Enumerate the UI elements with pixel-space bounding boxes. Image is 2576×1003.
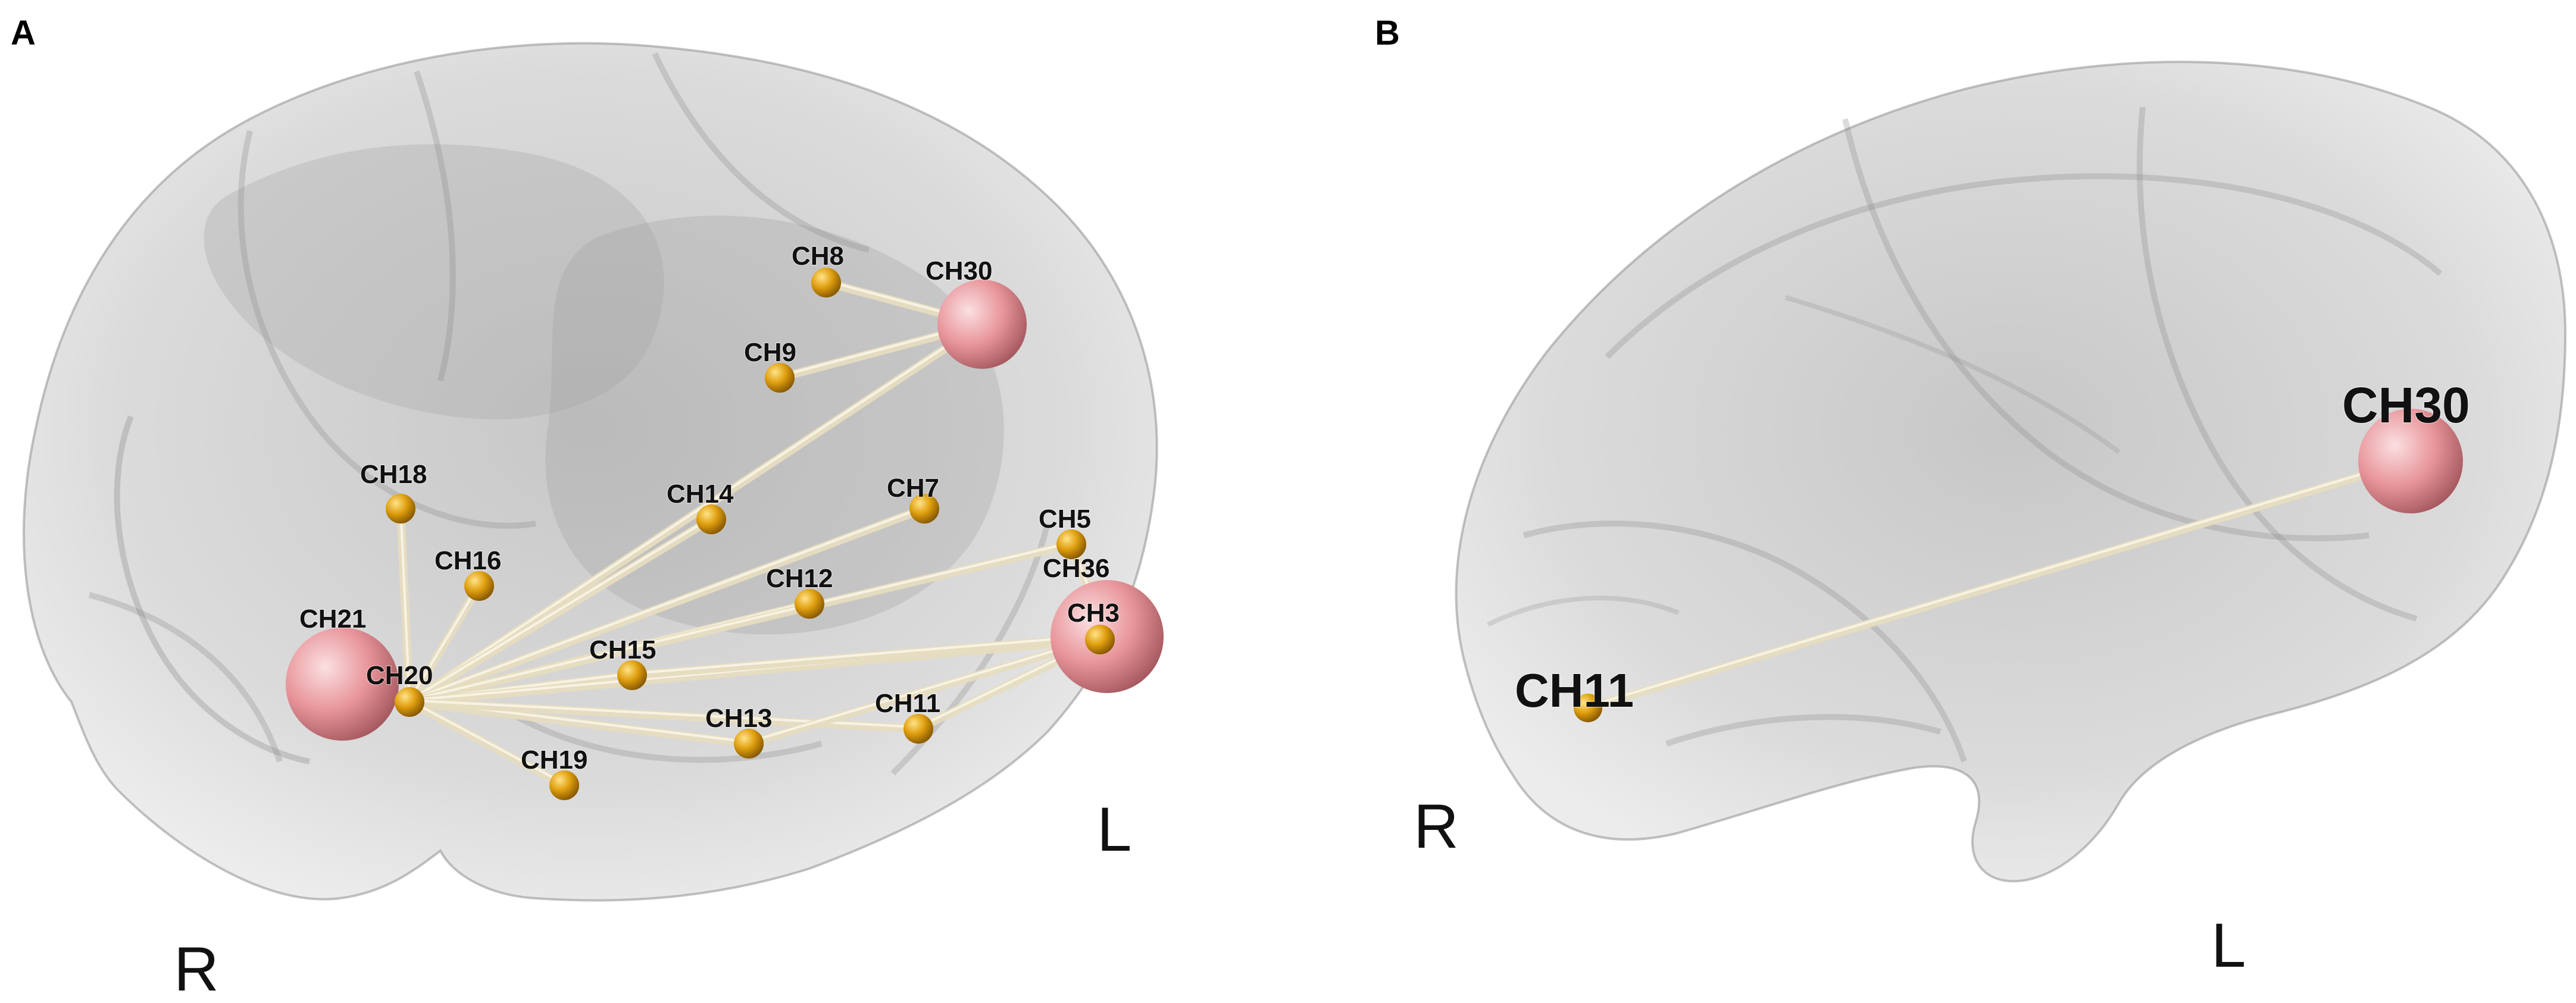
edge-highlight xyxy=(408,699,566,785)
edge-highlight xyxy=(408,699,920,729)
channel-label-ch7: CH7 xyxy=(887,474,939,503)
edge-ch20-ch7 xyxy=(405,504,929,706)
edges-b xyxy=(1584,457,2415,712)
channel-label-ch15: CH15 xyxy=(589,635,656,665)
hemisphere-label-l: L xyxy=(1097,795,1131,864)
hub-node-ch30 xyxy=(937,280,1027,369)
channel-node-ch15 xyxy=(617,660,647,690)
edge-ch20-ch19 xyxy=(405,698,568,789)
panel-letter-a: A xyxy=(11,14,36,52)
channel-label-ch18: CH18 xyxy=(360,460,427,489)
channel-node-ch20 xyxy=(395,687,424,717)
edge-highlight xyxy=(408,541,1073,702)
channel-node-ch18 xyxy=(386,494,415,524)
edge-highlight xyxy=(747,634,1109,744)
edge-hub-ch30-ch20 xyxy=(405,320,986,706)
channel-node-ch5 xyxy=(1056,529,1086,559)
edge-hub-ch36-ch13 xyxy=(745,632,1111,748)
channel-node-ch3 xyxy=(1085,625,1115,654)
panel-letter-b: B xyxy=(1375,14,1400,52)
channel-label-ch5: CH5 xyxy=(1039,504,1091,534)
edge-ch11-hub-ch30 xyxy=(1584,457,2415,712)
channel-label-ch11: CH11 xyxy=(875,689,940,718)
channel-label-ch9: CH9 xyxy=(744,338,796,367)
channel-label-ch14: CH14 xyxy=(667,479,734,509)
channel-node-ch8 xyxy=(811,268,841,297)
hub-node-ch30 xyxy=(2358,409,2463,513)
edge-hub-ch36-ch15 xyxy=(628,632,1111,679)
edge-highlight xyxy=(408,516,713,702)
channel-node-ch13 xyxy=(734,729,764,758)
hemisphere-label-l: L xyxy=(2211,911,2246,980)
brain-surface-a xyxy=(23,42,1158,902)
hemisphere-label-r: R xyxy=(174,935,219,1003)
channel-node-ch14 xyxy=(696,504,726,534)
brain-surface-b xyxy=(1455,61,2567,883)
channel-node-ch9 xyxy=(765,363,795,393)
edge-ch20-ch5 xyxy=(405,540,1076,706)
edge-highlight xyxy=(399,506,411,702)
edge-highlight xyxy=(1586,458,2412,708)
hemisphere-label-r: R xyxy=(1414,792,1459,861)
edges-a xyxy=(396,278,1111,789)
edge-ch20-ch14 xyxy=(405,515,715,706)
edge-highlight xyxy=(408,506,926,702)
channel-label-ch8: CH8 xyxy=(792,242,844,271)
channel-node-ch11 xyxy=(1574,694,1602,722)
hub-node-ch21 xyxy=(286,628,399,741)
channel-label-ch20: CH20 xyxy=(366,661,433,690)
edge-highlight xyxy=(630,634,1109,675)
hub-label-ch30: CH30 xyxy=(2342,377,2470,433)
channel-node-ch16 xyxy=(464,571,494,601)
channel-label-ch13: CH13 xyxy=(705,704,773,733)
channel-label-ch19: CH19 xyxy=(521,745,588,775)
channel-node-ch12 xyxy=(795,589,824,619)
hub-label-ch21: CH21 xyxy=(299,604,367,634)
channel-node-ch11 xyxy=(904,714,933,744)
channel-label-ch11: CH11 xyxy=(1515,664,1634,717)
edge-highlight xyxy=(408,321,984,702)
edge-highlight xyxy=(408,583,481,702)
edge-ch20-ch11 xyxy=(405,698,923,733)
channel-node-ch19 xyxy=(549,770,579,800)
channel-label-ch3: CH3 xyxy=(1067,598,1120,628)
channel-label-ch12: CH12 xyxy=(766,564,833,593)
channel-label-ch16: CH16 xyxy=(434,546,502,575)
hub-label-ch36: CH36 xyxy=(1043,554,1110,583)
hub-label-ch30: CH30 xyxy=(926,256,993,286)
channel-node-ch7 xyxy=(909,494,939,524)
